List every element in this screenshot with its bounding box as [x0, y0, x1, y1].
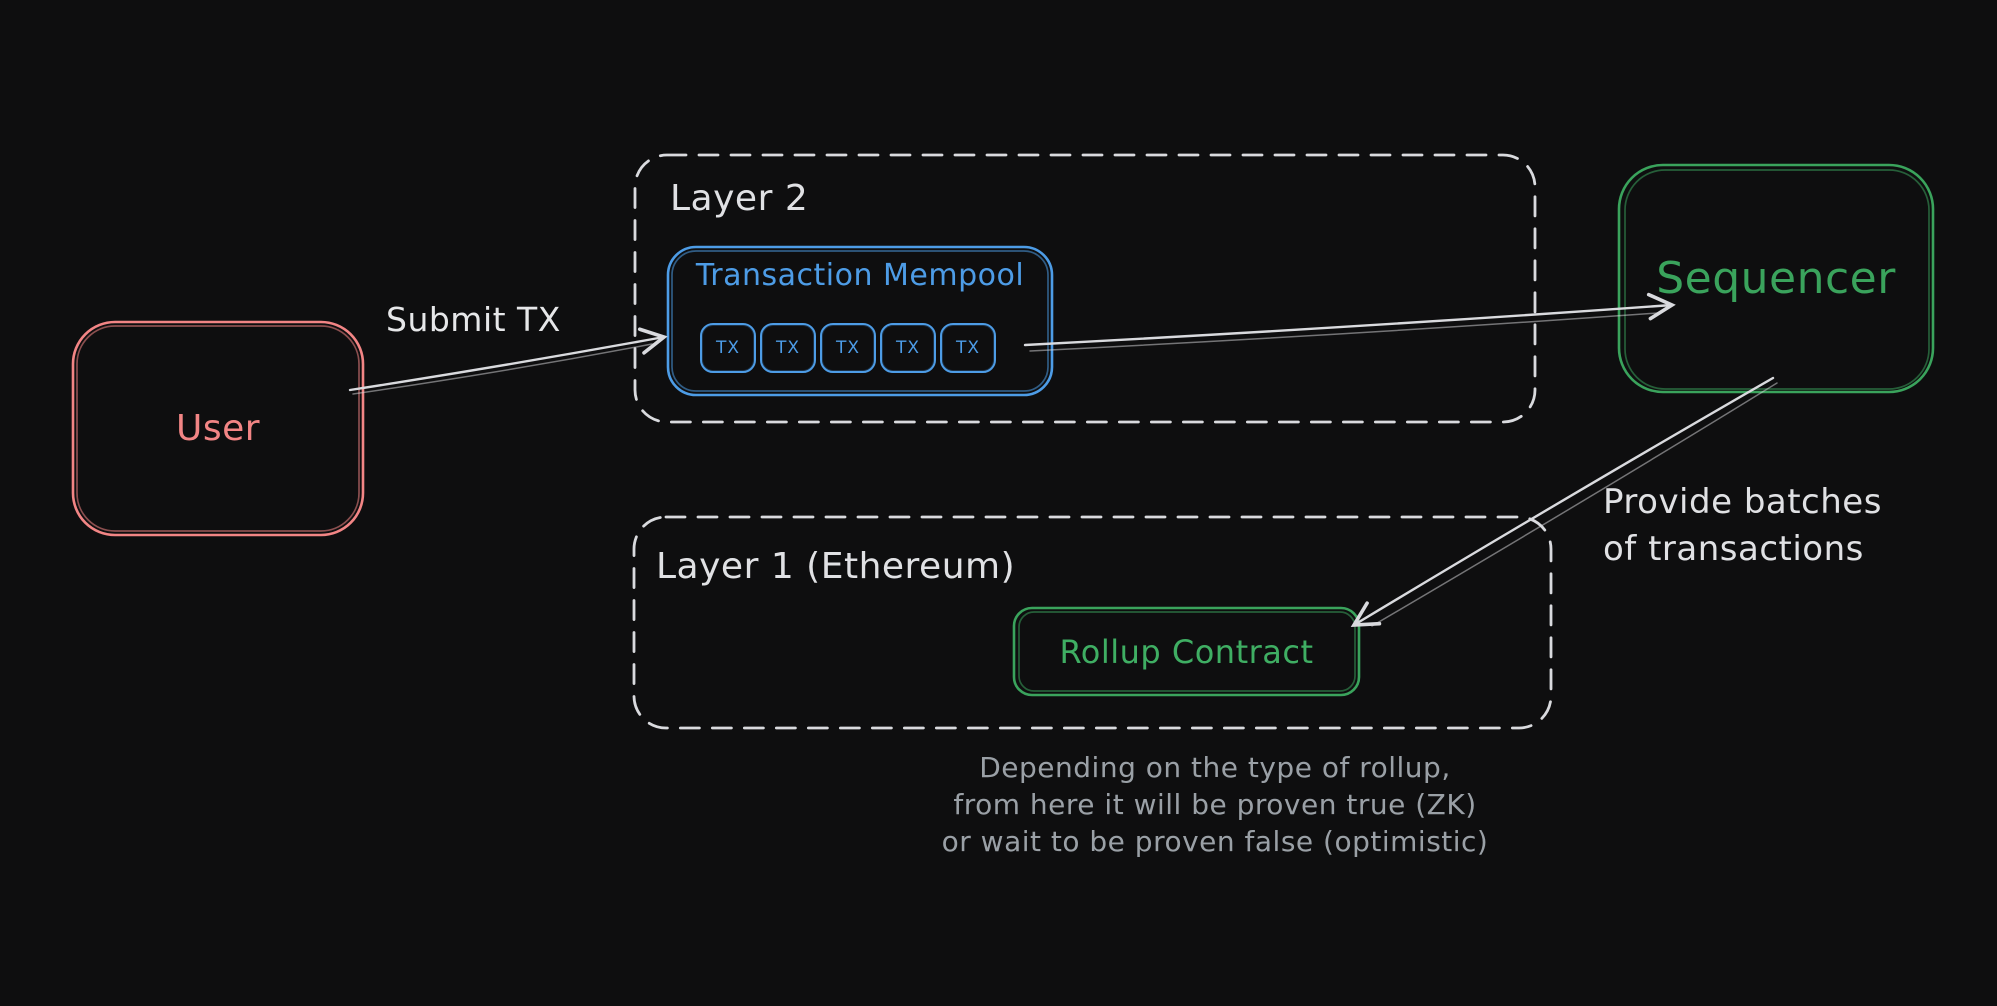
- rollup-contract-box: [1012, 606, 1361, 697]
- tx-chip: TX: [820, 323, 876, 373]
- layer2-container-box: [633, 153, 1537, 424]
- tx-chip: TX: [880, 323, 936, 373]
- arrow-user-to-mempool: [348, 327, 668, 392]
- arrow-mempool-to-sequencer: [1023, 292, 1676, 347]
- tx-chip: TX: [760, 323, 816, 373]
- tx-chip: TX: [700, 323, 756, 373]
- layer2-container-label: Layer 2: [670, 178, 809, 219]
- sequencer-node-box: [1617, 163, 1935, 394]
- tx-chip-label: TX: [715, 338, 741, 358]
- rollup-contract-box-sketch-stroke: [1018, 611, 1356, 692]
- layer1-container-box: [632, 515, 1553, 730]
- arrow-sequencer-to-rollup-sketch: [1371, 382, 1778, 627]
- user-node-box-sketch-stroke: [76, 325, 360, 532]
- mempool-box-sketch-stroke: [671, 250, 1049, 392]
- user-node-box: [71, 320, 365, 537]
- tx-chip-label: TX: [895, 338, 921, 358]
- layer1-container-label: Layer 1 (Ethereum): [656, 546, 1016, 587]
- sequencer-node-label: Sequencer: [1656, 253, 1896, 304]
- submit-tx-edge-label: Submit TX: [386, 300, 561, 339]
- tx-chip-label: TX: [775, 338, 801, 358]
- tx-chip: TX: [940, 323, 996, 373]
- tx-chip-label: TX: [955, 338, 981, 358]
- provide-batches-edge-label: Provide batches of transactions: [1603, 482, 1882, 569]
- diagram-caption: Depending on the type of rollup, from he…: [941, 751, 1489, 858]
- arrow-mempool-to-sequencer-sketch: [1029, 312, 1659, 352]
- arrow-sequencer-to-rollup: [1350, 376, 1775, 627]
- user-node-label: User: [175, 408, 261, 449]
- rollup-contract-label: Rollup Contract: [1059, 632, 1314, 671]
- sequencer-node-box-sketch-stroke: [1624, 169, 1930, 390]
- mempool-title: Transaction Mempool: [695, 258, 1025, 293]
- tx-chip-label: TX: [835, 338, 861, 358]
- mempool-box: [666, 245, 1054, 397]
- arrow-user-to-mempool-sketch: [352, 343, 653, 395]
